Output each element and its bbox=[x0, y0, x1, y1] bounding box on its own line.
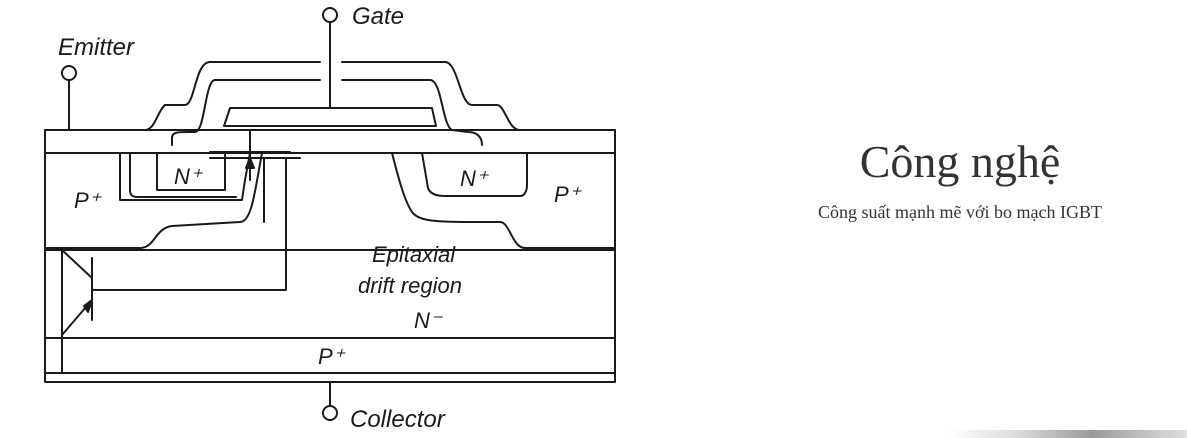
collector-label: Collector bbox=[350, 406, 446, 433]
partial-image-edge bbox=[950, 430, 1187, 438]
drift-region-label-line2: drift region bbox=[358, 273, 462, 298]
gate-label: Gate bbox=[352, 3, 404, 30]
gate-terminal bbox=[322, 7, 338, 23]
n-plus-left-label: N⁺ bbox=[174, 164, 204, 189]
n-minus-label: N⁻ bbox=[414, 308, 444, 333]
emitter-terminal bbox=[61, 65, 77, 81]
page-heading: Công nghệ bbox=[859, 136, 1061, 187]
n-plus-right-label: N⁺ bbox=[460, 166, 490, 191]
p-plus-left-label: P⁺ bbox=[74, 188, 103, 213]
diagram-labels: Gate Emitter Collector N⁺ N⁺ P⁺ P⁺ P⁺ Ep… bbox=[58, 3, 583, 433]
n-plus-left-region bbox=[156, 152, 226, 191]
p-plus-right-label: P⁺ bbox=[554, 182, 583, 207]
p-plus-bottom-label: P⁺ bbox=[318, 344, 347, 369]
n-plus-right-region bbox=[421, 152, 528, 197]
igbt-cross-section-diagram: Gate Emitter Collector N⁺ N⁺ P⁺ P⁺ P⁺ Ep… bbox=[44, 3, 616, 433]
emitter-label: Emitter bbox=[58, 34, 135, 61]
page-subheading: Công suất mạnh mẽ với bo mạch IGBT bbox=[818, 202, 1102, 222]
collector-terminal bbox=[322, 405, 338, 421]
drift-region-label-line1: Epitaxial bbox=[372, 242, 456, 267]
gate-poly bbox=[223, 107, 437, 127]
